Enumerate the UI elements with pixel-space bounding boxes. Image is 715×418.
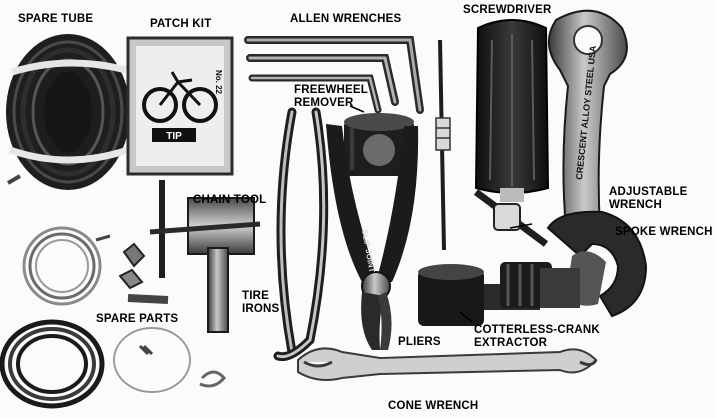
cone-wrench <box>297 347 598 381</box>
label-cotterless-crank-extractor-line1: COTTERLESS-CRANK <box>474 324 600 336</box>
label-adjustable-wrench-line1: ADJUSTABLE <box>609 186 688 198</box>
adjustable-wrench: CRESCENT ALLOY STEEL USA <box>546 9 648 318</box>
label-spare-tube: SPARE TUBE <box>18 13 94 25</box>
label-screwdriver: SCREWDRIVER <box>463 4 552 16</box>
patch-kit-brand: TIP <box>166 131 182 142</box>
label-cotterless-crank-extractor-line2: EXTRACTOR <box>474 337 548 349</box>
awl-tool <box>435 39 451 251</box>
chain-tool <box>149 180 261 333</box>
label-patch-kit: PATCH KIT <box>150 18 212 30</box>
cotterless-crank-extractor <box>418 262 580 326</box>
screwdriver <box>474 19 550 202</box>
label-arrows <box>349 105 533 323</box>
label-adjustable-wrench: ADJUSTABLE WRENCH <box>609 186 687 212</box>
label-freewheel-remover: FREEWHEEL REMOVER <box>294 84 368 110</box>
label-tire-irons-line1: TIRE <box>242 290 269 302</box>
label-adjustable-wrench-line2: WRENCH <box>609 199 662 211</box>
spoke-wrench <box>473 189 549 247</box>
spare-housing-coil <box>0 319 105 409</box>
label-pliers: PLIERS <box>398 336 441 348</box>
pliers: SLIP JOINT <box>326 124 419 350</box>
spare-brake-cable <box>113 327 226 393</box>
label-tire-irons-line2: IRONS <box>242 303 280 315</box>
label-spoke-wrench: SPOKE WRENCH <box>615 226 713 238</box>
spare-tube <box>6 34 130 190</box>
patch-kit-box: TIP No. 22 <box>126 36 234 176</box>
spare-cable-coil <box>22 226 111 306</box>
label-cotterless-crank-extractor: COTTERLESS-CRANK EXTRACTOR <box>474 324 600 350</box>
spare-chain-links <box>118 242 169 304</box>
patch-kit-model: No. 22 <box>214 70 223 95</box>
label-tire-irons: TIRE IRONS <box>242 290 279 316</box>
allen-wrenches <box>244 36 424 114</box>
label-cone-wrench: CONE WRENCH <box>388 400 479 412</box>
label-chain-tool: CHAIN TOOL <box>193 194 267 206</box>
tire-irons <box>273 107 329 362</box>
label-freewheel-remover-line2: REMOVER <box>294 97 354 109</box>
label-freewheel-remover-line1: FREEWHEEL <box>294 84 368 96</box>
label-allen-wrenches: ALLEN WRENCHES <box>290 13 402 25</box>
label-spare-parts: SPARE PARTS <box>96 313 179 325</box>
